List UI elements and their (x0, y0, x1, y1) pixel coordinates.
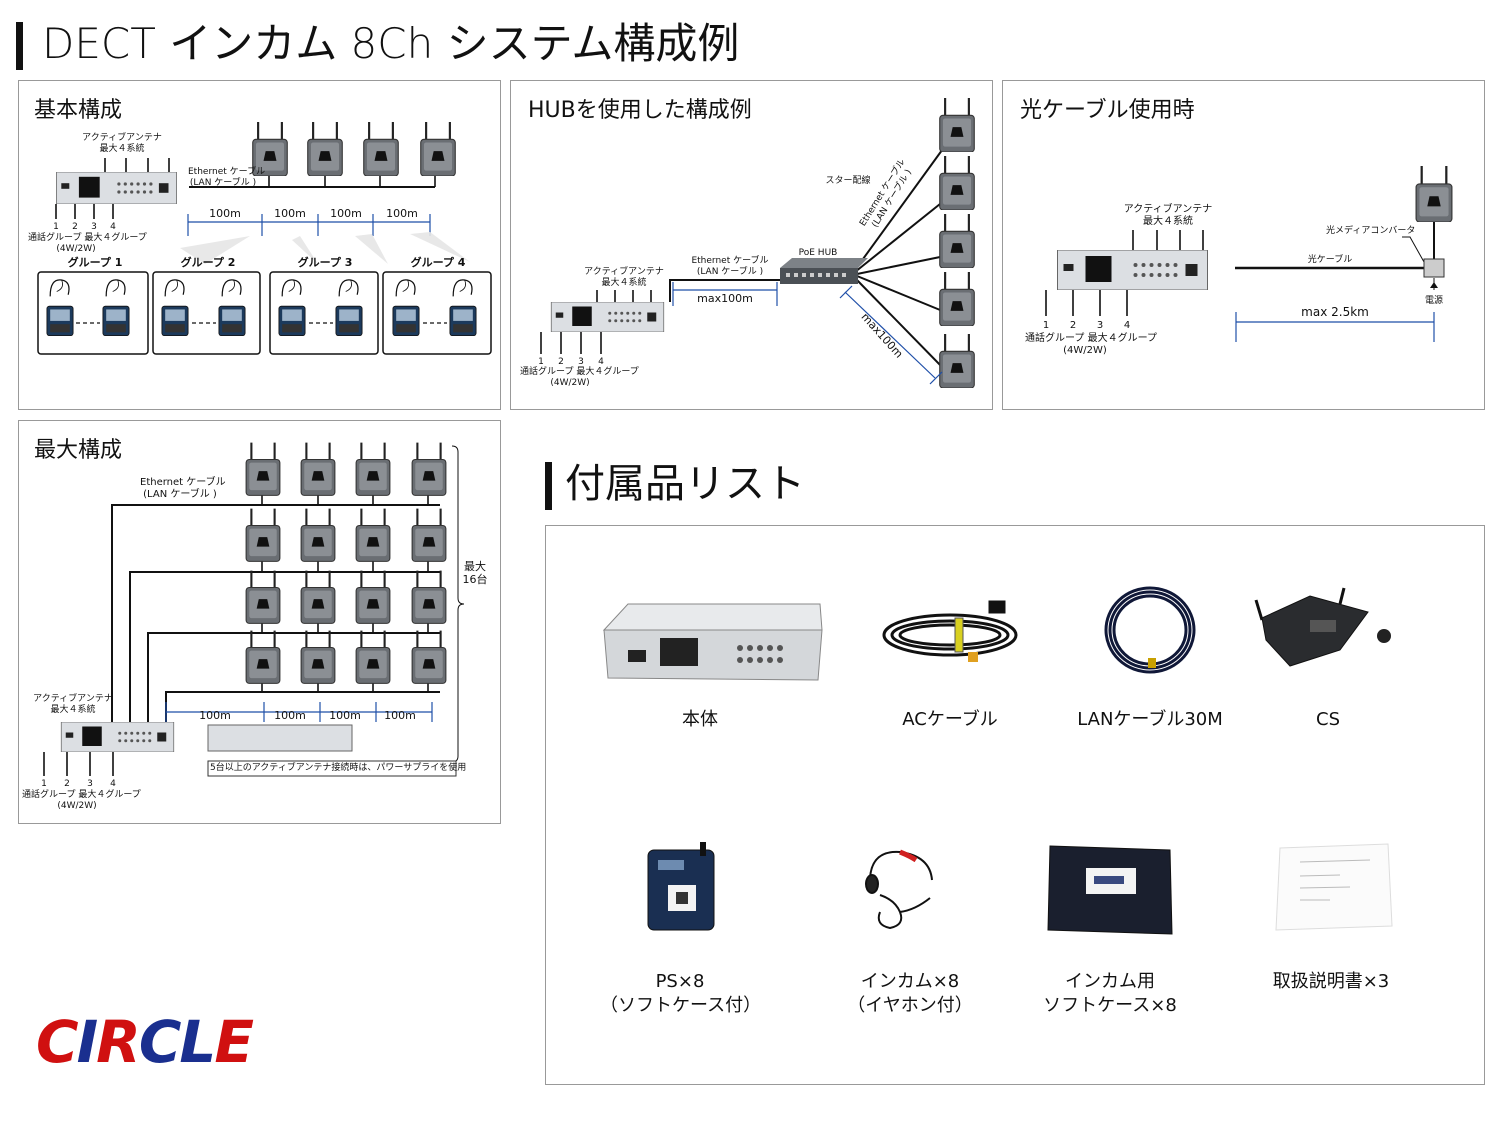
basic-distance-2: 100m (274, 207, 306, 220)
accessory-label-headset: インカム×8 （イヤホン付） (847, 971, 973, 1016)
basic-distance-1: 100m (209, 207, 241, 220)
basic-port-3: 3 (91, 222, 97, 232)
max-count-label: 最大 16台 (462, 560, 488, 586)
fiber-port-2: 2 (1069, 320, 1077, 331)
basic-port-2: 2 (72, 222, 78, 232)
max-distance-4: 100m (384, 709, 416, 722)
accessory-label-cs: CS (1316, 709, 1340, 730)
panel-basic (18, 80, 501, 410)
basic-distance-4: 100m (386, 207, 418, 220)
max-port-4: 4 (110, 779, 116, 789)
basic-group-1: グループ 1 (67, 256, 123, 269)
accessory-label-manual: 取扱説明書×3 (1272, 971, 1390, 992)
accessory-label-ps: PS×8 （ソフトケース付） (600, 971, 762, 1016)
basic-port-4: 4 (110, 222, 116, 232)
panel-fiber (1002, 80, 1485, 410)
media-converter-icon (1423, 258, 1445, 278)
accessory-label-lan-cable: LANケーブル30M (1077, 709, 1223, 730)
logo-letter: I (76, 1008, 99, 1076)
accessories-title: 付属品リスト (565, 461, 805, 507)
hub-port-3: 3 (578, 357, 584, 367)
page-title: DECT インカム 8Ch システム構成例 (42, 19, 740, 68)
basic-cable-label: Ethernet ケーブル (LAN ケーブル ) (188, 167, 266, 188)
logo-letter: C (36, 1008, 79, 1076)
logo-letter: E (214, 1008, 254, 1076)
basic-ports-caption: 通話グループ 最大４グループ (4W/2W) (28, 233, 147, 254)
fiber-converter-label: 光メディアコンバータ (1326, 226, 1416, 236)
ps-beltpack-icon (647, 842, 715, 931)
hub-star-label: スター配線 (825, 176, 871, 186)
max-diagram (43, 442, 465, 777)
max-power-note: 5台以上のアクティブアンテナ接続時は、パワーサプライを使用 (210, 763, 467, 773)
cs-unit-icon (1254, 587, 1391, 667)
max-distance-2: 100m (274, 709, 306, 722)
hub-ports-caption: 通話グループ 最大４グループ (4W/2W) (520, 367, 639, 388)
fiber-port-4: 4 (1123, 320, 1131, 331)
fiber-title: 光ケーブル使用時 (1020, 98, 1195, 123)
basic-group-2: グループ 2 (180, 256, 236, 269)
hub-port-4: 4 (598, 357, 604, 367)
hub-port-1: 1 (538, 357, 544, 367)
accessories-bar (545, 462, 552, 510)
fiber-ports-caption: 通話グループ 最大４グループ (4W/2W) (1025, 333, 1157, 356)
hub-title: HUBを使用した構成例 (528, 98, 752, 123)
max-distance-3: 100m (329, 709, 361, 722)
max-port-2: 2 (64, 779, 70, 789)
page-title-block: DECT インカム 8Ch システム構成例 (16, 16, 816, 72)
fiber-diagram (1045, 166, 1454, 342)
ac-cable-icon (882, 600, 1018, 662)
max-antenna-label: アクティブアンテナ 最大４系統 (33, 694, 113, 715)
fiber-power-label: 電源 (1424, 296, 1443, 306)
basic-antenna-label: アクティブアンテナ 最大４系統 (82, 133, 162, 154)
hub-port-2: 2 (558, 357, 564, 367)
fiber-cable-label: 光ケーブル (1307, 255, 1353, 265)
max-port-3: 3 (87, 779, 93, 789)
max-ports-caption: 通話グループ 最大４グループ (4W/2W) (22, 790, 141, 811)
hub-distance: max100m (697, 292, 753, 305)
basic-group-3: グループ 3 (297, 256, 353, 269)
fiber-distance: max 2.5km (1301, 305, 1369, 319)
hub-cable-label: Ethernet ケーブル (LAN ケーブル ) (691, 256, 769, 277)
fiber-port-3: 3 (1096, 320, 1104, 331)
basic-port-1: 1 (53, 222, 59, 232)
logo-letter: L (179, 1008, 216, 1076)
lan-cable-icon (1104, 586, 1196, 674)
logo-letter: C (138, 1008, 182, 1076)
brand-logo: CIRCLE (36, 1008, 254, 1076)
basic-distance-3: 100m (330, 207, 362, 220)
logo-letter: R (96, 1008, 141, 1076)
basic-group-4: グループ 4 (410, 256, 466, 269)
max-port-1: 1 (41, 779, 47, 789)
max-distance-1: 100m (199, 709, 231, 722)
accessories-heading: 付属品リスト (545, 460, 945, 516)
max-cable-label: Ethernet ケーブル (LAN ケーブル ) (140, 477, 226, 500)
hub-label: PoE HUB (798, 248, 838, 258)
accessory-label-soft-case: インカム用 ソフトケース×8 (1043, 971, 1177, 1016)
headset-icon (865, 849, 933, 930)
basic-title: 基本構成 (34, 98, 123, 123)
basic-diagram (37, 122, 492, 355)
fiber-port-1: 1 (1042, 320, 1050, 331)
main-unit-icon (602, 603, 823, 681)
max-title: 最大構成 (34, 438, 123, 463)
panel-hub (510, 80, 993, 410)
hub-antenna-label: アクティブアンテナ 最大４系統 (584, 267, 664, 288)
hub-diagram (540, 98, 976, 388)
soft-case-icon (1047, 845, 1173, 935)
manual-icon (1275, 843, 1393, 931)
accessory-label-ac-cable: ACケーブル (902, 709, 998, 730)
title-bar (16, 22, 23, 70)
fiber-antenna-label: アクティブアンテナ 最大４系統 (1123, 204, 1213, 227)
accessory-label-main-unit: 本体 (682, 709, 718, 730)
power-supply-icon (207, 724, 353, 752)
